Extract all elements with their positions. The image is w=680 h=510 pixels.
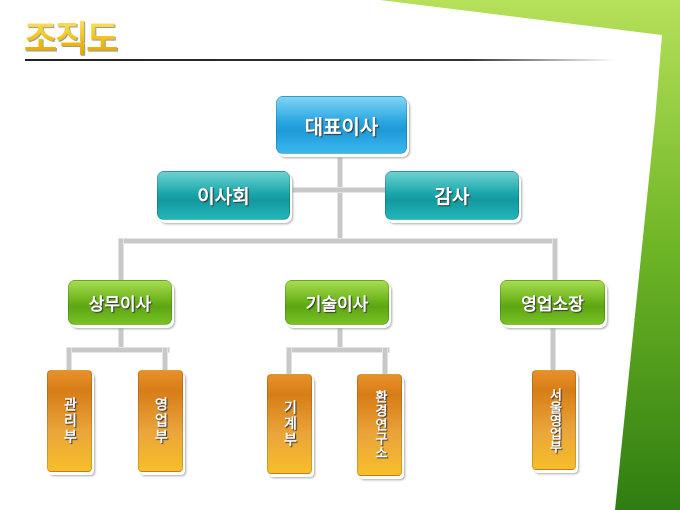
department-box[interactable]: 기계부 [267, 374, 312, 474]
connector [66, 347, 72, 372]
department-box[interactable]: 영업부 [138, 370, 183, 472]
connector [286, 187, 388, 193]
board-box[interactable]: 이사회 [157, 171, 290, 220]
department-box[interactable]: 서울영업부 [532, 370, 576, 470]
connector [118, 238, 124, 282]
connector [337, 150, 343, 244]
department-box[interactable]: 환경연구소 [357, 374, 402, 476]
connector [286, 347, 390, 353]
connector [552, 238, 558, 282]
auditor-box[interactable]: 감사 [385, 171, 519, 220]
connector [550, 320, 556, 372]
director-box-technical[interactable]: 기술이사 [285, 280, 389, 325]
director-box-managing[interactable]: 상무이사 [68, 280, 172, 325]
department-box[interactable]: 관리부 [47, 370, 92, 472]
ceo-box[interactable]: 대표이사 [276, 96, 407, 154]
connector [162, 347, 168, 372]
director-box-branch[interactable]: 영업소장 [500, 280, 605, 325]
connector [66, 347, 170, 353]
connector [286, 347, 292, 375]
title-divider [25, 59, 615, 61]
connector [118, 238, 558, 244]
page-title: 조직도 [24, 10, 119, 62]
connector [382, 347, 388, 375]
